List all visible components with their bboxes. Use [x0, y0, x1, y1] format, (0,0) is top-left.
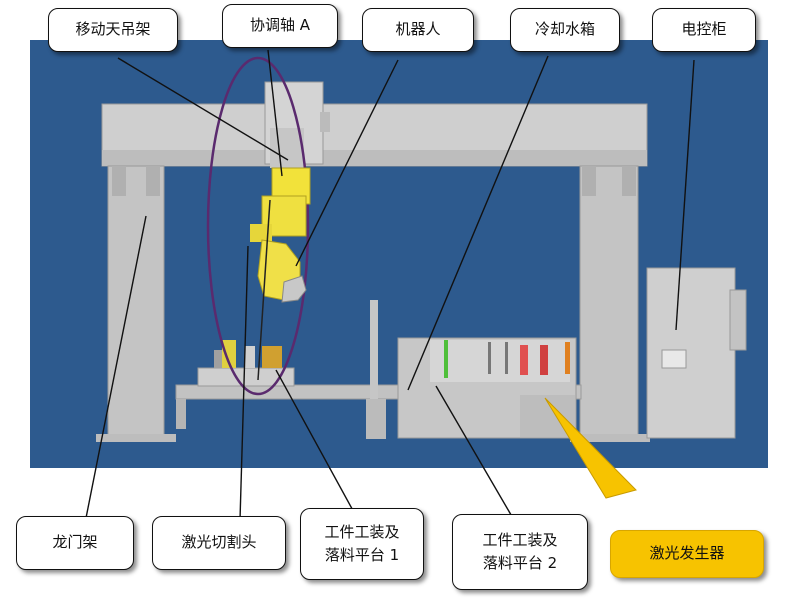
gantry-frame — [96, 103, 650, 442]
moving-crane-carriage — [264, 81, 330, 168]
label-fixture-platform-1: 工件工装及 落料平台 1 — [300, 508, 424, 580]
robot-shape — [250, 167, 311, 303]
laser-head-line — [257, 199, 271, 381]
leader-lines — [85, 49, 695, 521]
fixture-platform-2-shape — [397, 337, 577, 439]
label-laser-cutting-head: 激光切割头 — [152, 516, 286, 570]
label-robot: 机器人 — [362, 8, 474, 52]
label-moving-gantry-crane: 移动天吊架 — [48, 8, 178, 52]
label-control-cabinet: 电控柜 — [652, 8, 756, 52]
coordination-axis-orbit — [206, 56, 310, 396]
label-laser-generator: 激光发生器 — [610, 530, 764, 578]
label-gantry-frame: 龙门架 — [16, 516, 134, 570]
label-coordination-axis: 协调轴 A — [222, 4, 338, 48]
fixture-platform-1-shape — [197, 340, 295, 387]
label-fixture-platform-2: 工件工装及 落料平台 2 — [452, 514, 588, 590]
laser-generator-pointer — [544, 397, 637, 499]
control-cabinet-shape — [646, 267, 747, 439]
label-cooling-water-tank: 冷却水箱 — [510, 8, 620, 52]
